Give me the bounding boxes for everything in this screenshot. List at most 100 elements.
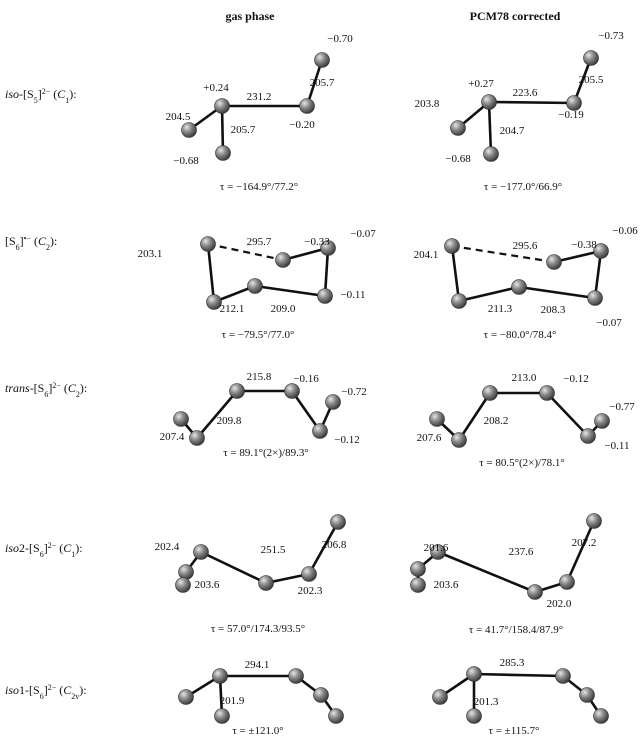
bond bbox=[206, 242, 216, 304]
value-label: 207.4 bbox=[160, 431, 185, 443]
sulfur-atom bbox=[429, 411, 445, 427]
value-label: −0.19 bbox=[558, 109, 584, 121]
value-label: −0.07 bbox=[596, 317, 622, 329]
value-label: 205.7 bbox=[310, 77, 335, 89]
sulfur-atom bbox=[559, 574, 575, 590]
value-label: 202.0 bbox=[547, 598, 572, 610]
value-label: −0.12 bbox=[334, 434, 359, 446]
sulfur-atom bbox=[181, 122, 197, 138]
bond bbox=[199, 550, 268, 585]
sulfur-atom bbox=[206, 294, 222, 310]
bond bbox=[472, 672, 565, 678]
value-label: 206.8 bbox=[322, 539, 347, 551]
value-label: +0.24 bbox=[203, 82, 229, 94]
sulfur-atom bbox=[301, 566, 317, 582]
sulfur-atom bbox=[482, 385, 498, 401]
torsion-angle-label: τ = ±115.7° bbox=[489, 725, 540, 736]
species-label: iso-[S5]2− (C1): bbox=[5, 87, 77, 105]
sulfur-atom bbox=[511, 279, 527, 295]
value-label: −0.33 bbox=[304, 236, 330, 248]
torsion-angle-label: τ = 80.5°(2×)/78.1° bbox=[479, 457, 565, 469]
value-label: 285.3 bbox=[500, 657, 525, 669]
value-label: −0.38 bbox=[571, 239, 597, 251]
value-label: 237.6 bbox=[509, 546, 534, 558]
sulfur-atom bbox=[317, 288, 333, 304]
sulfur-atom bbox=[178, 689, 194, 705]
sulfur-atom bbox=[594, 413, 610, 429]
species-label: [S6]•− (C2): bbox=[5, 234, 57, 252]
bond bbox=[436, 550, 537, 594]
sulfur-atom bbox=[586, 513, 602, 529]
sulfur-atom bbox=[325, 394, 341, 410]
sulfur-atom bbox=[593, 708, 609, 724]
sulfur-atom bbox=[587, 290, 603, 306]
value-label: −0.11 bbox=[340, 289, 365, 301]
value-label: −0.06 bbox=[612, 225, 638, 237]
sulfur-atom bbox=[175, 577, 191, 593]
value-label: 212.1 bbox=[220, 303, 245, 315]
torsion-angle-label: τ = −164.9°/77.2° bbox=[220, 181, 298, 193]
sulfur-atom bbox=[200, 236, 216, 252]
bond bbox=[305, 58, 324, 108]
torsion-angle-label: τ = −80.0°/78.4° bbox=[484, 329, 557, 341]
sulfur-atom bbox=[593, 243, 609, 259]
value-label: 295.6 bbox=[513, 240, 538, 252]
long-contact-dashed-bond bbox=[207, 242, 284, 262]
species-label: iso2-[S6]2− (C1): bbox=[5, 541, 83, 559]
sulfur-atom bbox=[527, 584, 543, 600]
value-label: 201.9 bbox=[220, 695, 245, 707]
sulfur-atom bbox=[410, 577, 426, 593]
sulfur-atom bbox=[212, 668, 228, 684]
sulfur-atom bbox=[539, 385, 555, 401]
bond bbox=[457, 391, 492, 442]
value-label: −0.12 bbox=[563, 373, 588, 385]
bond bbox=[565, 519, 596, 584]
sulfur-atom bbox=[214, 708, 230, 724]
torsion-angle-label: τ = 89.1°(2×)/89.3° bbox=[223, 447, 309, 459]
value-label: −0.72 bbox=[341, 386, 366, 398]
sulfur-atom bbox=[288, 668, 304, 684]
value-label: 203.8 bbox=[415, 98, 440, 110]
sulfur-atom bbox=[583, 50, 599, 66]
sulfur-atom bbox=[314, 52, 330, 68]
sulfur-atom bbox=[299, 98, 315, 114]
sulfur-atom bbox=[466, 666, 482, 682]
sulfur-atom bbox=[466, 708, 482, 724]
bond bbox=[195, 389, 239, 440]
value-label: 208.2 bbox=[484, 415, 509, 427]
value-label: 209.0 bbox=[271, 303, 296, 315]
value-label: 207.6 bbox=[417, 432, 442, 444]
value-label: 204.1 bbox=[414, 249, 439, 261]
bond bbox=[307, 520, 340, 576]
value-label: 203.1 bbox=[138, 248, 163, 260]
value-label: −0.68 bbox=[173, 155, 199, 167]
bonds-layer bbox=[179, 56, 604, 718]
torsion-angle-label: τ = 57.0°/174.3/93.5° bbox=[211, 623, 305, 635]
sulfur-atom bbox=[566, 95, 582, 111]
sulfur-atom bbox=[546, 254, 562, 270]
value-label: 202.4 bbox=[155, 541, 180, 553]
value-label: 204.5 bbox=[166, 111, 191, 123]
bond bbox=[457, 285, 521, 303]
value-label: 213.0 bbox=[512, 372, 537, 384]
value-label: 251.5 bbox=[261, 544, 286, 556]
torsion-angle-label: τ = −177.0°/66.9° bbox=[484, 181, 562, 193]
value-label: −0.16 bbox=[293, 373, 319, 385]
long-contact-dashed-bond bbox=[451, 244, 555, 264]
sulfur-atom bbox=[444, 238, 460, 254]
sulfur-atom bbox=[313, 687, 329, 703]
torsion-angle-label: τ = −79.5°/77.0° bbox=[222, 329, 295, 341]
value-label: 208.3 bbox=[541, 304, 566, 316]
sulfur-atom bbox=[451, 432, 467, 448]
header-pcm78-corrected: PCM78 corrected bbox=[470, 9, 561, 23]
value-label: −0.77 bbox=[609, 401, 635, 413]
sulfur-atom bbox=[215, 145, 231, 161]
value-label: 205.5 bbox=[579, 74, 604, 86]
value-label: 211.3 bbox=[488, 303, 513, 315]
text-layer: gas phase PCM78 corrected iso-[S5]2− (C1… bbox=[5, 9, 638, 736]
bond bbox=[517, 285, 597, 300]
value-label: 207.2 bbox=[572, 537, 597, 549]
sulfur-atom bbox=[247, 278, 263, 294]
value-label: 201.6 bbox=[424, 542, 449, 554]
